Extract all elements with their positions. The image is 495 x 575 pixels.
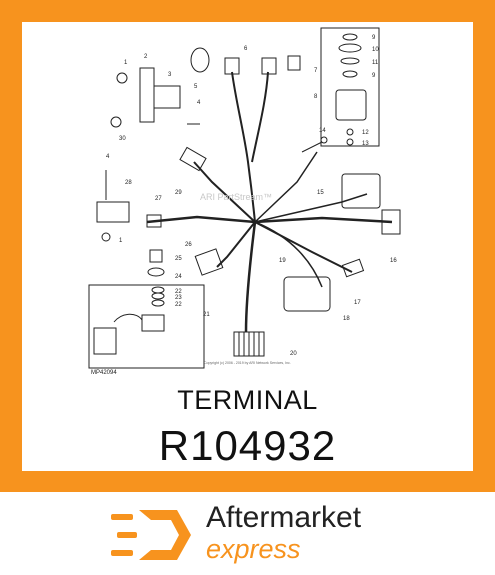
detail-box-switch <box>320 27 380 147</box>
callout-9a: 9 <box>372 35 376 41</box>
wiring-harness-diagram: 1 2 3 30 4 5 6 7 9 10 11 9 8 12 13 14 15… <box>88 27 401 376</box>
callout-13: 13 <box>362 141 369 147</box>
callout-23: 23 <box>175 295 182 301</box>
washer-24 <box>147 267 165 277</box>
callout-20: 20 <box>290 351 297 357</box>
callout-2: 2 <box>144 54 148 60</box>
callout-30: 30 <box>119 136 126 142</box>
connector-27 <box>146 214 162 228</box>
harness-branch-18 <box>254 221 323 288</box>
callout-4b: 4 <box>106 154 110 160</box>
callout-28: 28 <box>125 180 132 186</box>
callout-1: 1 <box>124 60 128 66</box>
speed-box-logo-icon <box>111 510 191 560</box>
switch-8 <box>335 89 367 121</box>
harness-trunk-top <box>231 71 256 223</box>
clip-5 <box>190 47 210 73</box>
callout-16: 16 <box>390 258 397 264</box>
callout-7: 7 <box>314 68 318 74</box>
part-name: TERMINAL <box>177 385 318 415</box>
callout-24: 24 <box>175 274 182 280</box>
brand-footer: Aftermarket express <box>0 492 495 575</box>
connector-21 <box>93 327 117 355</box>
callout-18: 18 <box>343 316 350 322</box>
callout-8: 8 <box>314 94 318 100</box>
nut-1 <box>116 72 128 84</box>
callout-4: 4 <box>197 100 201 106</box>
connector-6b <box>261 57 277 75</box>
relay-15 <box>341 173 381 209</box>
nut-1b <box>101 232 111 242</box>
callout-17: 17 <box>354 300 361 306</box>
callout-9b: 9 <box>372 73 376 79</box>
bolt-30 <box>110 116 122 128</box>
switch-3 <box>153 85 181 109</box>
copyright-text: Copyright (c) 2006 - 2019 by ARI Network… <box>204 361 291 365</box>
harness-branch-26 <box>216 221 256 268</box>
harness-branch-left <box>146 215 256 224</box>
harness-branch-right <box>254 216 393 224</box>
callout-5: 5 <box>194 84 198 90</box>
callout-22a: 22 <box>175 289 182 295</box>
callout-10: 10 <box>372 47 379 53</box>
callout-6: 6 <box>244 46 248 52</box>
switch-28 <box>96 201 130 223</box>
diagram-panel: 1 2 3 30 4 5 6 7 9 10 11 9 8 12 13 14 15… <box>22 22 473 471</box>
callout-15: 15 <box>317 190 324 196</box>
connector-26 <box>194 248 224 276</box>
callout-21: 21 <box>203 312 210 318</box>
callout-14: 14 <box>319 128 326 134</box>
inset-box-21 <box>88 284 205 369</box>
switch-18 <box>283 276 331 312</box>
callout-11: 11 <box>372 60 379 66</box>
knob-25 <box>149 249 163 263</box>
harness-branch-14 <box>254 151 318 223</box>
callout-29: 29 <box>175 190 182 196</box>
callout-26: 26 <box>185 242 192 248</box>
brand-name-line2: express <box>206 534 301 564</box>
connector-16 <box>381 209 401 235</box>
brand-name-line1: Aftermarket <box>206 501 362 534</box>
callout-25: 25 <box>175 256 182 262</box>
callout-1b: 1 <box>119 238 123 244</box>
connector-17 <box>341 258 365 278</box>
callout-27: 27 <box>155 196 162 202</box>
watermark: ARI PartStream™ <box>200 192 272 202</box>
callout-3: 3 <box>168 72 172 78</box>
bracket-2 <box>139 67 155 123</box>
part-number: R104932 <box>158 422 337 469</box>
switch-7 <box>287 55 301 71</box>
harness-branch-top-right <box>251 71 269 163</box>
harness-trunk-bottom <box>244 221 257 333</box>
callout-22b: 22 <box>175 302 182 308</box>
orange-frame: 1 2 3 30 4 5 6 7 9 10 11 9 8 12 13 14 15… <box>0 0 495 492</box>
callout-19: 19 <box>279 258 286 264</box>
connector-6a <box>224 57 240 75</box>
figure-id: MP42094 <box>91 370 117 376</box>
callout-12: 12 <box>362 130 369 136</box>
connector-29 <box>179 146 207 172</box>
sensor-21 <box>141 314 165 332</box>
